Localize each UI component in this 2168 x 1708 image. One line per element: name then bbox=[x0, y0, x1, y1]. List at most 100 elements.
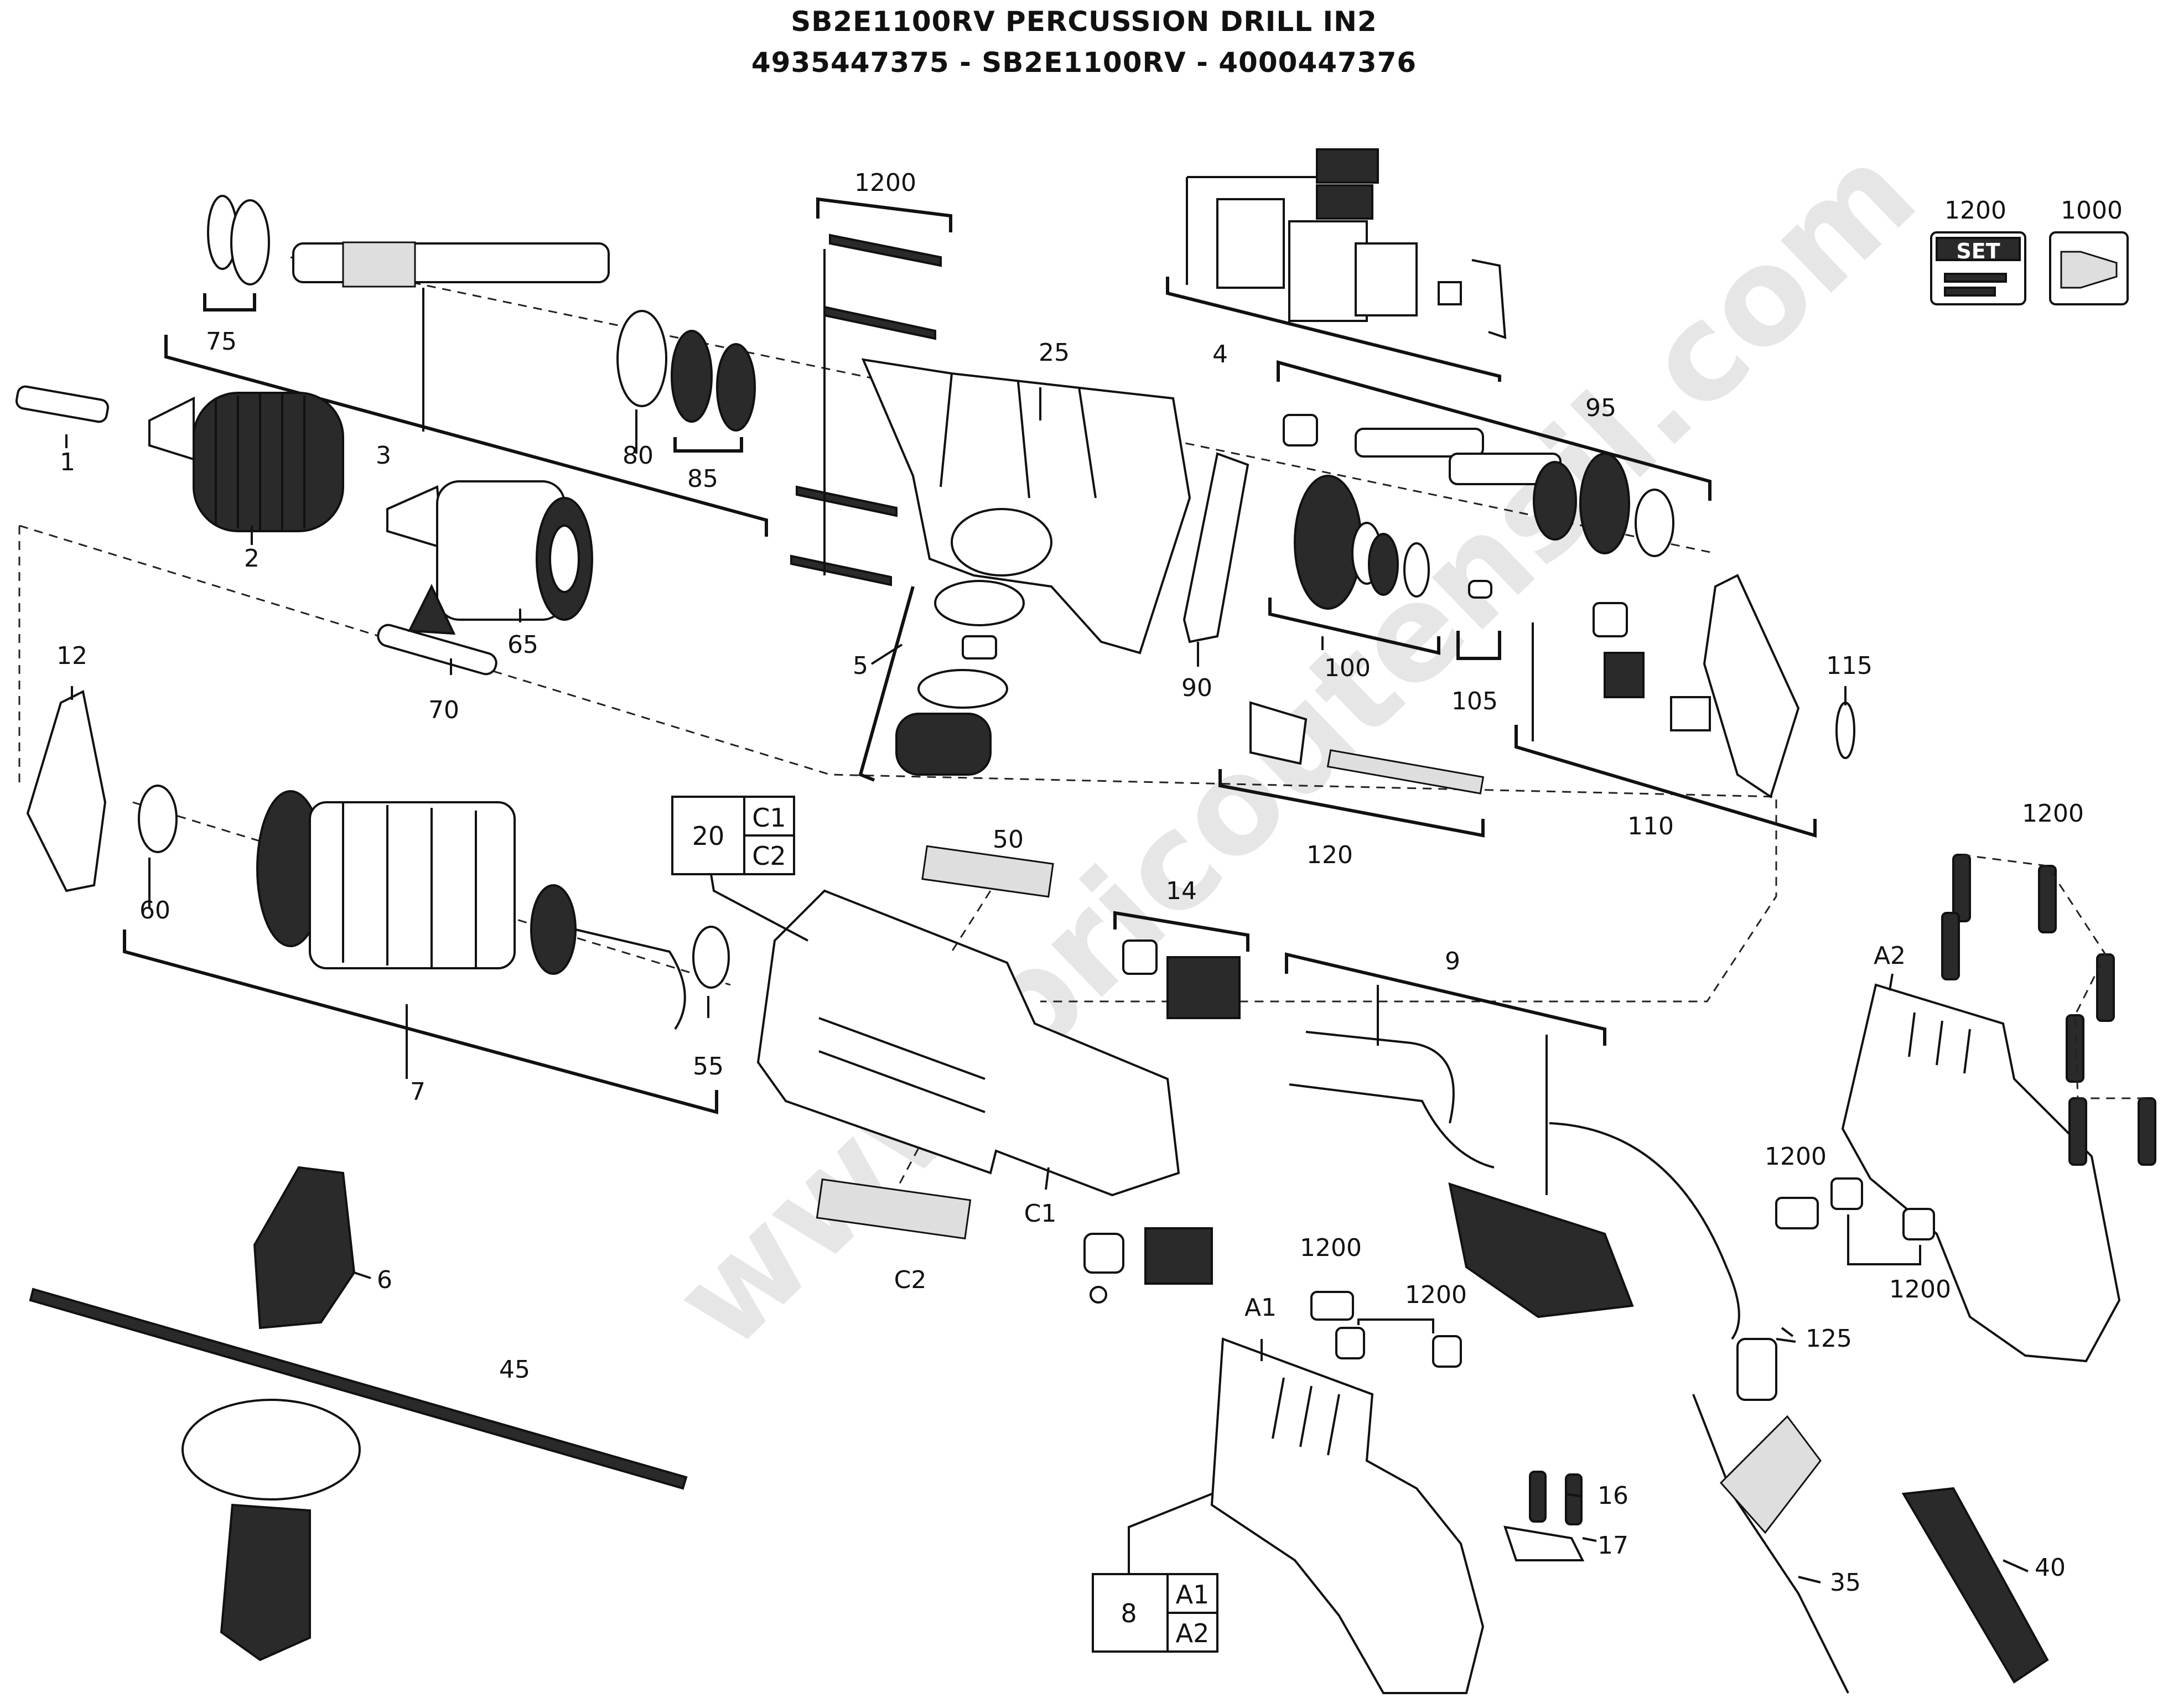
part-65-keyed-chuck bbox=[386, 480, 593, 621]
assembly-8-part-a2: A2 bbox=[1176, 1618, 1210, 1648]
part-90-gasket bbox=[1182, 452, 1249, 643]
nut-1200-a2-low bbox=[1902, 1208, 1935, 1240]
cord-sleeve bbox=[1719, 1415, 1822, 1534]
callout-1200-right: 1200 bbox=[2022, 800, 2084, 828]
nut-1200-a2-mid bbox=[1830, 1177, 1863, 1210]
callout-55: 55 bbox=[693, 1052, 724, 1081]
callout-12: 12 bbox=[56, 642, 87, 670]
part-125-capacitor bbox=[1736, 1338, 1777, 1401]
bracket-85 bbox=[673, 437, 743, 453]
callout-7: 7 bbox=[410, 1078, 426, 1106]
callout-125: 125 bbox=[1806, 1325, 1852, 1353]
callout-85: 85 bbox=[687, 465, 718, 493]
part-120-switch-holder bbox=[1249, 701, 1485, 795]
callout-17: 17 bbox=[1598, 1532, 1628, 1560]
bracket-1200-top bbox=[816, 197, 952, 232]
bracket-105 bbox=[1456, 631, 1501, 660]
part-40-cord-guard bbox=[1901, 1487, 2049, 1684]
callout-110: 110 bbox=[1627, 812, 1674, 840]
part-70-chuck-key bbox=[377, 584, 497, 676]
callout-3: 3 bbox=[376, 442, 391, 470]
nut-1200-a1-top bbox=[1310, 1291, 1354, 1321]
callout-80: 80 bbox=[623, 442, 653, 470]
part-20-stator-housing bbox=[756, 889, 1180, 1197]
part-1-screw bbox=[15, 385, 109, 423]
part-25-gear-housing bbox=[861, 358, 1191, 655]
legend-grease-icon bbox=[2049, 231, 2129, 305]
callout-4: 4 bbox=[1212, 340, 1228, 368]
part-100-gear-assembly bbox=[1294, 475, 1430, 610]
bracket-100 bbox=[1268, 598, 1440, 655]
part-7-armature bbox=[256, 790, 686, 1030]
callout-1200-top: 1200 bbox=[854, 169, 916, 197]
part-a2-handle-half bbox=[1841, 983, 2121, 1363]
assembly-20-part-c1: C1 bbox=[752, 803, 786, 833]
callout-35: 35 bbox=[1830, 1569, 1861, 1597]
callout-a2: A2 bbox=[1874, 942, 1906, 970]
part-105-pin bbox=[1468, 580, 1492, 599]
bracket-7 bbox=[123, 930, 718, 1114]
callout-2: 2 bbox=[244, 544, 260, 573]
callout-6: 6 bbox=[377, 1266, 392, 1294]
callout-1200-a2-bottom: 1200 bbox=[1889, 1275, 1951, 1304]
part-6-side-handle bbox=[181, 1166, 361, 1662]
callout-60: 60 bbox=[139, 896, 170, 925]
diagram-title: SB2E1100RV PERCUSSION DRILL IN2 bbox=[791, 6, 1377, 38]
screws-1200-right bbox=[1941, 854, 2156, 1166]
part-55-bearing bbox=[692, 926, 730, 989]
brush-holder-lower bbox=[1083, 1227, 1213, 1304]
part-4-speed-selector-set bbox=[1216, 148, 1507, 339]
callout-115: 115 bbox=[1826, 652, 1873, 680]
part-35-power-cord bbox=[1692, 1394, 1849, 1694]
assembly-20-number: 20 bbox=[692, 821, 725, 851]
part-60-bearing bbox=[138, 785, 178, 853]
bracket-75 bbox=[203, 293, 256, 312]
callout-9: 9 bbox=[1445, 947, 1460, 975]
callout-40: 40 bbox=[2035, 1554, 2066, 1582]
callout-16: 16 bbox=[1598, 1482, 1628, 1510]
legend-set-number: 1200 bbox=[1944, 196, 2006, 225]
legend-set-label: SET bbox=[1956, 239, 2000, 263]
callout-75: 75 bbox=[206, 328, 237, 356]
bracket-9 bbox=[1285, 952, 1606, 1046]
assembly-8-part-a1: A1 bbox=[1176, 1580, 1210, 1610]
spindle-group bbox=[207, 195, 756, 432]
bracket-4 bbox=[1166, 277, 1501, 382]
part-2-keyless-chuck bbox=[148, 392, 344, 532]
bracket-95 bbox=[1277, 360, 1711, 501]
bracket-110 bbox=[1515, 725, 1817, 838]
assembly-dashed-outline bbox=[18, 525, 1777, 1003]
assembly-8-number: 8 bbox=[1121, 1598, 1137, 1628]
part-16-screw-a bbox=[1529, 1471, 1547, 1523]
part-9-switch-wiring bbox=[1289, 1031, 1740, 1340]
callout-70: 70 bbox=[428, 696, 459, 724]
diagram-subtitle: 4935447375 - SB2E1100RV - 4000447376 bbox=[751, 46, 1417, 79]
callout-45: 45 bbox=[499, 1356, 530, 1384]
callout-14: 14 bbox=[1166, 877, 1197, 905]
assembly-20-part-c2: C2 bbox=[752, 841, 786, 871]
callout-65: 65 bbox=[507, 631, 538, 659]
screws-1200-top bbox=[790, 233, 942, 586]
callout-5: 5 bbox=[853, 652, 868, 680]
legend-set-icon: SET bbox=[1930, 231, 2026, 305]
part-c2-label bbox=[816, 1178, 972, 1240]
part-95-gear-shaft bbox=[1283, 414, 1674, 557]
callout-100: 100 bbox=[1324, 654, 1371, 682]
callout-1200-a1-top: 1200 bbox=[1300, 1234, 1362, 1262]
callout-105: 105 bbox=[1451, 687, 1498, 715]
callout-1200-a2-left: 1200 bbox=[1765, 1143, 1827, 1171]
part-12-end-plate bbox=[26, 690, 107, 892]
part-45-depth-rod bbox=[29, 1288, 688, 1490]
part-50-label bbox=[921, 845, 1054, 898]
assembly-box-20: 20 C1 C2 bbox=[671, 796, 808, 942]
nut-1200-a1-right bbox=[1432, 1335, 1462, 1368]
callout-1200-a1-right: 1200 bbox=[1405, 1281, 1467, 1309]
part-a1-handle-half bbox=[1210, 1337, 1485, 1694]
part-14-brush-holder bbox=[1122, 939, 1241, 1019]
bracket-3 bbox=[164, 335, 768, 537]
bracket-120 bbox=[1218, 769, 1485, 838]
callout-c1: C1 bbox=[1024, 1200, 1057, 1228]
callout-c2: C2 bbox=[894, 1266, 927, 1294]
nut-1200-a1-left bbox=[1335, 1327, 1365, 1359]
